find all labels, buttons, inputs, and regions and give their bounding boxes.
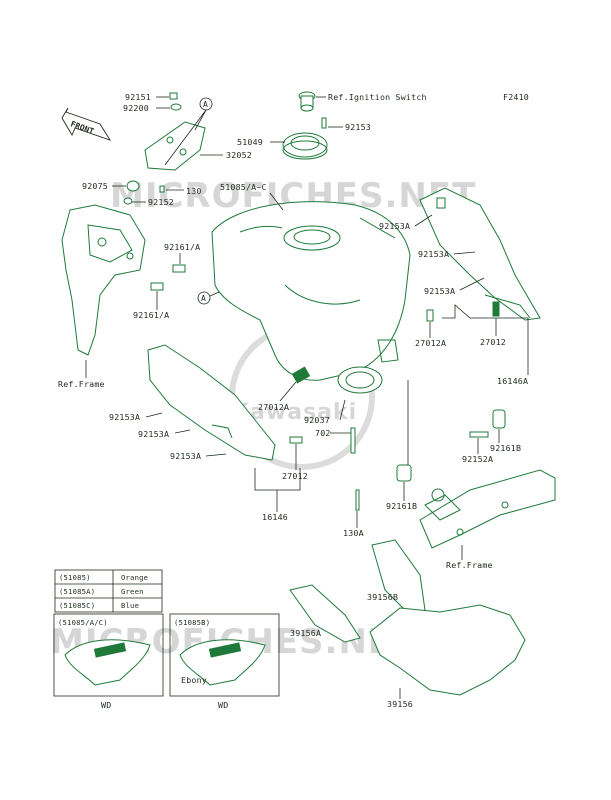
legend-code-1: (51085A) <box>59 587 95 596</box>
pad-92161b-lower-part <box>396 464 412 482</box>
legend-color-1: Green <box>121 587 144 596</box>
ref-frame-right-label: Ref.Frame <box>446 560 493 570</box>
legend-color-0: Orange <box>121 573 148 582</box>
p27012-r-label: 27012 <box>480 337 506 347</box>
p27012a-r-label: 27012A <box>415 338 446 348</box>
p27012a-c-label: 27012A <box>258 402 289 412</box>
frame-left-part <box>61 204 146 356</box>
p92153a-r1-label: 92153A <box>379 221 410 231</box>
color-legend-table: (51085) Orange (51085A) Green (51085C) B… <box>54 569 163 613</box>
grommet-92075-part <box>126 180 140 192</box>
p92153a-r3-label: 92153A <box>424 286 455 296</box>
frame-right-part <box>419 469 556 549</box>
side-cover-left-part <box>147 344 311 461</box>
bolt-92151-part <box>169 92 178 100</box>
fuel-tank-part <box>211 201 411 394</box>
washer-92200-part <box>170 103 182 111</box>
pad-92161b-upper-part <box>492 409 506 429</box>
p130a-label: 130A <box>343 528 364 538</box>
collar-92152a-part <box>469 431 489 438</box>
marker-a-label-top: A <box>203 100 208 109</box>
ref-ignition-switch-label: Ref.Ignition Switch <box>328 92 427 102</box>
pad-27012a-right-part <box>426 309 434 322</box>
figure-id: F2410 <box>503 92 529 102</box>
p51049-label: 51049 <box>237 137 263 147</box>
variant-2-note: Ebony <box>181 675 207 685</box>
p92153a-l1-label: 92153A <box>109 412 140 422</box>
p92161a-lower-label: 92161/A <box>133 310 169 320</box>
mat-39156-part <box>369 604 526 696</box>
p92037-label: 92037 <box>304 415 330 425</box>
variant-2-caption: WD <box>218 700 228 710</box>
variant-box-2: (51085B) Ebony WD <box>169 613 280 710</box>
marker-a-top: A <box>164 97 213 166</box>
side-cover-right-part <box>419 187 541 321</box>
bolt-92153-part <box>321 117 327 129</box>
variant-box-1: (51085/A/C) WD <box>53 613 164 710</box>
p16146-label: 16146 <box>262 512 288 522</box>
p92152a-label: 92152A <box>462 454 493 464</box>
p27012-c-label: 27012 <box>282 471 308 481</box>
p92152-label: 92152 <box>148 197 174 207</box>
p39156b-label: 39156B <box>367 592 398 602</box>
p130-label: 130 <box>186 186 202 196</box>
pad-39156b-part <box>371 539 426 616</box>
p51085-label: 51085/A~C <box>220 182 267 192</box>
rod-702-part <box>350 427 356 454</box>
p92161b-upper-label: 92161B <box>490 443 521 453</box>
p16146a-label: 16146A <box>497 376 528 386</box>
bracket-32052-part <box>144 121 206 171</box>
p92200-label: 92200 <box>123 103 149 113</box>
p39156a-label: 39156A <box>290 628 321 638</box>
p92161a-upper-label: 92161/A <box>164 242 200 252</box>
legend-color-2: Blue <box>121 601 139 610</box>
p39156-label: 39156 <box>387 699 413 709</box>
p32052-label: 32052 <box>226 150 252 160</box>
front-arrow-icon: FRONT <box>61 107 112 141</box>
variant-1-title: (51085/A/C) <box>58 618 108 627</box>
pad-92161a-lower-part <box>150 282 164 291</box>
fuel-cap-part <box>282 132 328 160</box>
p92151-label: 92151 <box>125 92 151 102</box>
p92153-top-label: 92153 <box>345 122 371 132</box>
p92153a-r2-label: 92153A <box>418 249 449 259</box>
p702-label: 702 <box>315 428 331 438</box>
p92153a-l2-label: 92153A <box>138 429 169 439</box>
p92153a-l3-label: 92153A <box>170 451 201 461</box>
pad-39156a-part <box>289 584 361 643</box>
ignition-switch-cap-part <box>298 91 316 112</box>
marker-a-label-left: A <box>201 294 206 303</box>
p92075-label: 92075 <box>82 181 108 191</box>
pad-92161a-upper-part <box>172 264 186 273</box>
bolt-130a-part <box>355 489 360 511</box>
ref-frame-left-label: Ref.Frame <box>58 379 105 389</box>
variant-1-caption: WD <box>101 700 111 710</box>
p92161b-lower-label: 92161B <box>386 501 417 511</box>
legend-code-2: (51085C) <box>59 601 95 610</box>
variant-2-title: (51085B) <box>174 618 210 627</box>
collar-92152-part <box>123 197 133 205</box>
bolt-130-part <box>159 185 165 193</box>
legend-code-0: (51085) <box>59 573 91 582</box>
